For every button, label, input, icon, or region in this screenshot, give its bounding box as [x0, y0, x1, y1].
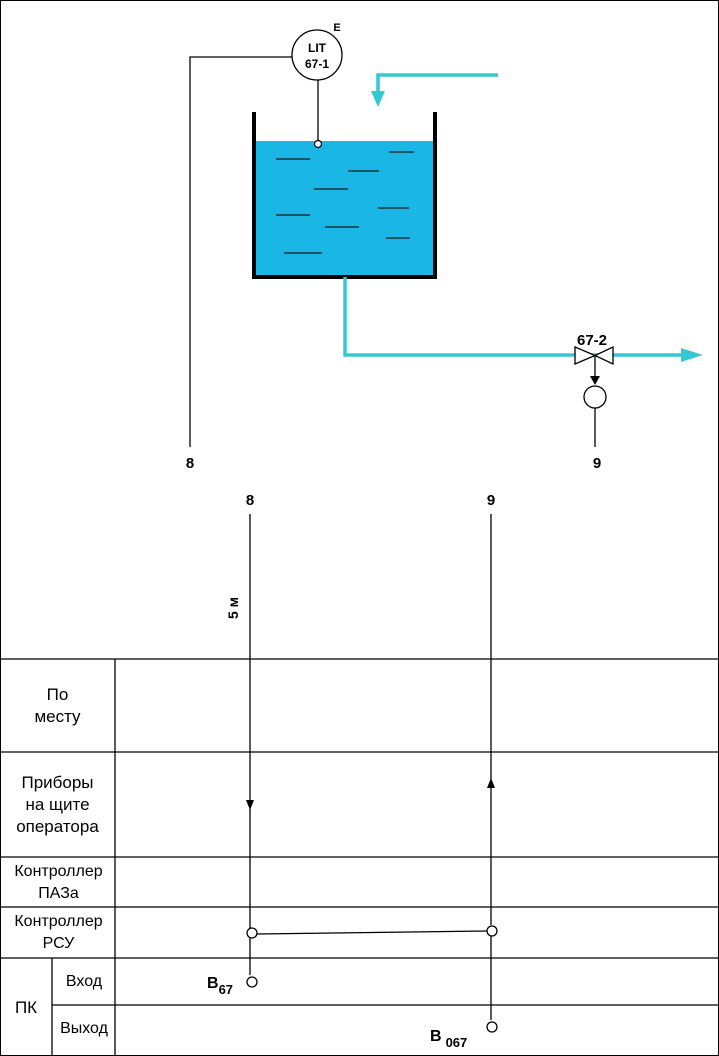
row-label-local: По месту: [34, 685, 81, 726]
output-terminal: [486, 1021, 498, 1033]
controller-link: [256, 930, 488, 935]
liquid-waves: [276, 151, 414, 254]
signal-line-9: [486, 514, 498, 1033]
row-label-pk: ПК: [14, 997, 38, 1017]
transmitter-bubble: [291, 29, 343, 81]
outlet-pipe: [343, 277, 703, 362]
valve-tag: 67-2: [577, 332, 607, 349]
row-label-paz-controller: Контроллер ПАЗа: [14, 862, 103, 902]
input-terminal: [246, 976, 258, 988]
signal-line-8: [246, 514, 258, 988]
row-label-pk-output: Выход: [60, 1020, 108, 1037]
valve-actuator: [583, 385, 607, 409]
table-grid: [0, 658, 719, 1056]
row-label-operator-panel: Приборы на щите оператора: [16, 773, 99, 836]
control-valve: [574, 345, 614, 447]
field-line-9-label: 9: [593, 455, 601, 472]
cable-length-label: 5 м: [225, 597, 241, 619]
transmitter-code: LIT: [308, 41, 327, 55]
sensor-point: [313, 139, 323, 149]
control-line-9-label: 9: [487, 492, 495, 509]
control-line-8-label: 8: [246, 492, 254, 509]
transmitter-superscript: E: [333, 22, 340, 34]
level-transmitter: [189, 29, 343, 447]
row-label-pk-input: Вход: [65, 973, 103, 990]
field-line-8-label: 8: [186, 455, 194, 472]
inlet-pipe: [371, 73, 498, 107]
input-signal-label: B67: [207, 975, 233, 997]
transmitter-number: 67-1: [305, 57, 329, 71]
row-label-rsu-controller: Контроллер РСУ: [14, 913, 103, 952]
